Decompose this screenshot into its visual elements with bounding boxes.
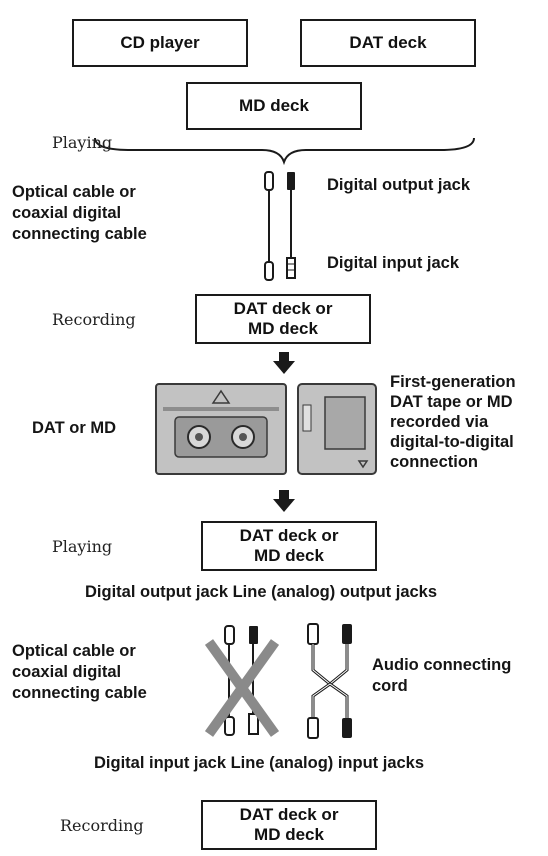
cd-player-label: CD player bbox=[120, 33, 200, 52]
dat-or-md-deck-label-1: DAT deck or MD deck bbox=[233, 299, 333, 338]
grouping-brace bbox=[94, 137, 475, 166]
dat-deck-label: DAT deck bbox=[349, 33, 427, 52]
dat-or-md-deck-label-3: DAT deck or MD deck bbox=[239, 805, 339, 844]
audio-cord-icon bbox=[307, 623, 352, 739]
output-jacks-label: Digital output jack Line (analog) output… bbox=[85, 583, 438, 601]
down-arrow-1 bbox=[273, 352, 295, 374]
dat-or-md-deck-box-1: DAT deck or MD deck bbox=[195, 294, 371, 344]
recording-label-2: Recording bbox=[60, 816, 144, 835]
minidisc-icon bbox=[297, 383, 377, 475]
digital-cable-crossed-icon bbox=[204, 625, 280, 737]
dat-or-md-deck-box-3: DAT deck or MD deck bbox=[201, 800, 377, 850]
md-deck-label: MD deck bbox=[239, 96, 309, 115]
audio-cord-label: Audio connecting cord bbox=[372, 656, 512, 695]
digital-cable-pair-icon bbox=[264, 171, 296, 281]
recording-label-1: Recording bbox=[52, 310, 136, 329]
dat-or-md-deck-label-2: DAT deck or MD deck bbox=[239, 526, 339, 565]
md-deck-box: MD deck bbox=[186, 82, 362, 130]
digital-input-jack-label-1: Digital input jack bbox=[327, 254, 460, 272]
playing-label-1: Playing bbox=[52, 133, 113, 152]
input-jacks-label: Digital input jack Line (analog) input j… bbox=[94, 754, 425, 772]
dat-deck-box: DAT deck bbox=[300, 19, 476, 67]
dat-or-md-label: DAT or MD bbox=[32, 419, 117, 437]
down-arrow-2 bbox=[273, 490, 295, 512]
optical-cable-label-2: Optical cable or coaxial digital connect… bbox=[12, 642, 147, 702]
dat-or-md-deck-box-2: DAT deck or MD deck bbox=[201, 521, 377, 571]
first-generation-description: First-generation DAT tape or MD recorded… bbox=[390, 373, 516, 471]
playing-label-2: Playing bbox=[52, 537, 113, 556]
digital-output-jack-label-1: Digital output jack bbox=[327, 176, 471, 194]
cd-player-box: CD player bbox=[72, 19, 248, 67]
optical-cable-label-1: Optical cable or coaxial digital connect… bbox=[12, 183, 147, 243]
dat-tape-icon bbox=[155, 383, 287, 475]
